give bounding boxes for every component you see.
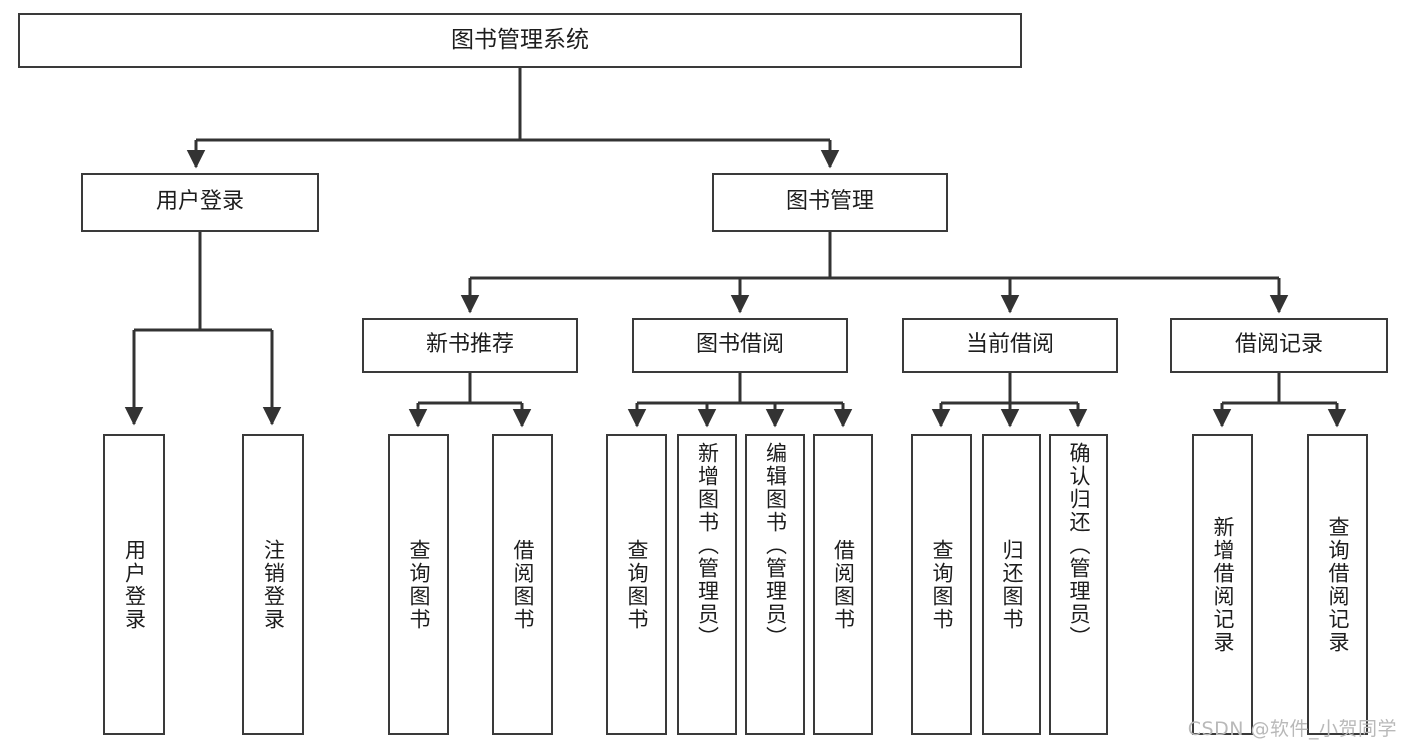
node-borrow-records[interactable]: 借阅记录 xyxy=(1170,318,1388,373)
node-label: 用户登录 xyxy=(122,538,147,631)
node-root-system[interactable]: 图书管理系统 xyxy=(18,13,1022,68)
leaf-user-login-signin[interactable]: 用户登录 xyxy=(103,434,165,735)
leaf-book-borrow-borrow[interactable]: 借阅图书 xyxy=(813,434,873,735)
node-label: 归还图书 xyxy=(1000,538,1024,631)
node-label: 编辑图书（管理员） xyxy=(763,442,788,649)
watermark-text: CSDN @软件_小贺同学 xyxy=(1187,718,1397,740)
node-book-management[interactable]: 图书管理 xyxy=(712,173,948,232)
node-label: 借阅图书 xyxy=(831,538,856,631)
node-label: 图书管理 xyxy=(785,189,874,215)
node-label: 查询借阅记录 xyxy=(1326,515,1350,654)
leaf-book-borrow-query[interactable]: 查询图书 xyxy=(606,434,667,735)
node-user-login[interactable]: 用户登录 xyxy=(81,173,319,232)
leaf-records-add[interactable]: 新增借阅记录 xyxy=(1192,434,1253,735)
node-label: 查询图书 xyxy=(407,538,431,631)
node-label: 当前借阅 xyxy=(965,332,1054,358)
leaf-book-borrow-add[interactable]: 新增图书（管理员） xyxy=(677,434,737,735)
node-label: 用户登录 xyxy=(155,189,244,215)
leaf-new-book-query[interactable]: 查询图书 xyxy=(388,434,449,735)
leaf-book-borrow-edit[interactable]: 编辑图书（管理员） xyxy=(745,434,805,735)
node-label: 借阅图书 xyxy=(511,538,535,631)
leaf-user-login-signout[interactable]: 注销登录 xyxy=(242,434,304,735)
leaf-current-borrow-confirm-return[interactable]: 确认归还（管理员） xyxy=(1049,434,1108,735)
node-label: 图书管理系统 xyxy=(451,26,589,53)
node-label: 新增借阅记录 xyxy=(1211,515,1235,654)
node-label: 图书借阅 xyxy=(695,332,784,358)
node-book-borrow[interactable]: 图书借阅 xyxy=(632,318,848,373)
node-label: 查询图书 xyxy=(930,538,954,631)
node-label: 新增图书（管理员） xyxy=(695,442,720,649)
node-label: 新书推荐 xyxy=(425,332,514,358)
node-label: 注销登录 xyxy=(261,538,286,631)
leaf-records-query[interactable]: 查询借阅记录 xyxy=(1307,434,1368,735)
leaf-current-borrow-query[interactable]: 查询图书 xyxy=(911,434,972,735)
node-current-borrow[interactable]: 当前借阅 xyxy=(902,318,1118,373)
node-new-book-recommend[interactable]: 新书推荐 xyxy=(362,318,578,373)
leaf-current-borrow-return[interactable]: 归还图书 xyxy=(982,434,1041,735)
node-label: 确认归还（管理员） xyxy=(1067,442,1091,649)
leaf-new-book-borrow[interactable]: 借阅图书 xyxy=(492,434,553,735)
node-label: 查询图书 xyxy=(625,538,649,631)
node-label: 借阅记录 xyxy=(1234,332,1323,358)
